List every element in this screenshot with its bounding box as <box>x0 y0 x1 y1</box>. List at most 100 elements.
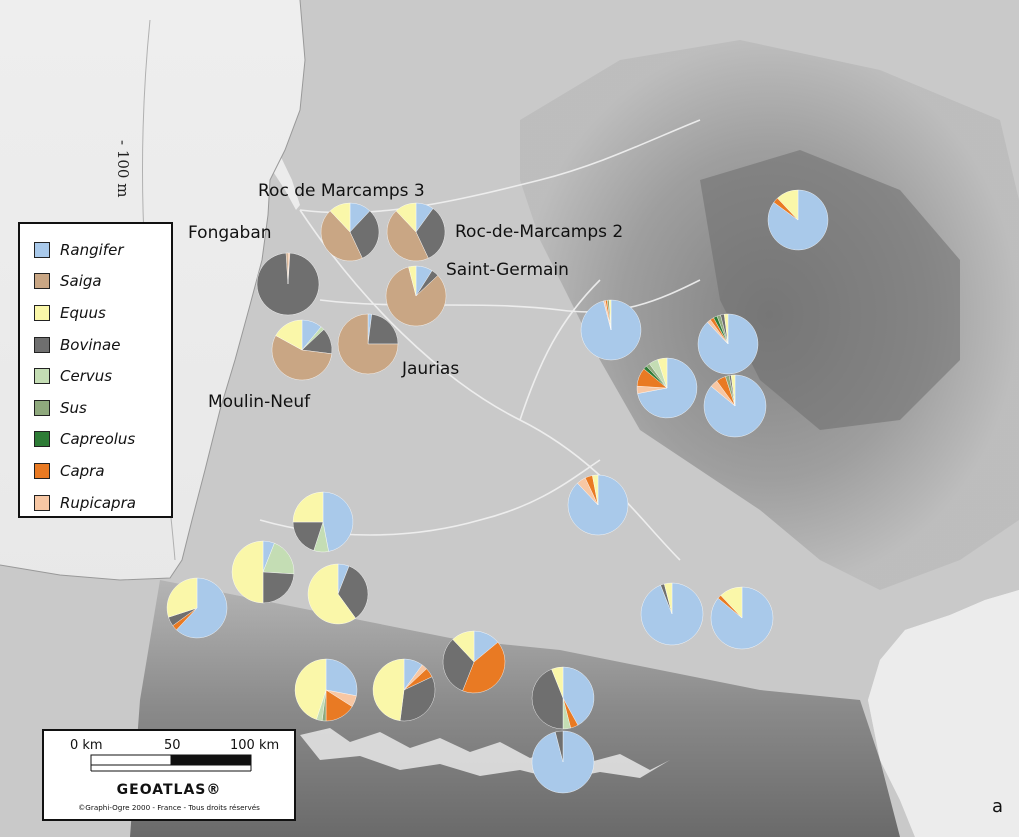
pie-slice-bovinae <box>262 571 295 604</box>
scale-bar <box>90 754 252 772</box>
pie-slice-bovinae <box>292 521 324 551</box>
pie-slice-equus <box>657 357 668 389</box>
pie-chart <box>386 202 446 262</box>
pie-chart <box>710 586 774 650</box>
panel-letter: a <box>992 796 1004 817</box>
coastline <box>0 0 306 581</box>
pie-slice-bovinae <box>337 565 369 619</box>
pie-slice-rangifer <box>710 586 774 650</box>
legend-label: Bovinae <box>60 335 121 354</box>
legend-label: Rupicapra <box>60 493 136 512</box>
legend-label: Rangifer <box>60 240 124 259</box>
scale-segment-white <box>90 754 172 766</box>
pie-chart <box>271 319 333 381</box>
pie-chart <box>442 630 506 694</box>
pie-slice-equus <box>730 374 736 407</box>
pie-slice-equus <box>275 319 303 351</box>
legend-item-cervus: Cervus <box>34 360 171 392</box>
pie-chart <box>320 202 380 262</box>
pie-slice-capra <box>462 641 506 694</box>
pie-chart <box>767 189 829 251</box>
site-label-saint-germain: Saint-Germain <box>446 260 569 280</box>
site-label-jaurias: Jaurias <box>401 359 459 379</box>
legend-item-bovinae: Bovinae <box>34 329 171 361</box>
pie-chart <box>256 252 320 316</box>
pie-slice-equus <box>372 658 405 721</box>
pie-slice-equus <box>408 265 417 297</box>
legend-item-capra: Capra <box>34 455 171 487</box>
scale-segment-black <box>170 754 252 766</box>
legend: Rangifer Saiga Equus Bovinae Cervus Sus … <box>18 222 173 518</box>
pie-slice-rangifer <box>322 491 354 552</box>
pie-chart <box>166 577 228 639</box>
pie-slice-equus <box>452 630 475 663</box>
pie-slice-cervus <box>262 542 295 575</box>
pie-slice-bovinae <box>256 252 320 316</box>
pie-slice-bovinae <box>442 639 475 692</box>
scale-tick-100: 100 km <box>230 738 280 753</box>
legend-swatch <box>34 336 50 353</box>
pie-slice-equus <box>592 474 599 506</box>
site-label-roc-de-marcamps-2: Roc-de-Marcamps 2 <box>455 222 623 242</box>
pie-chart <box>636 357 698 419</box>
legend-item-capreolus: Capreolus <box>34 424 171 456</box>
pie-chart <box>385 265 447 327</box>
pie-chart <box>580 299 642 361</box>
legend-swatch <box>34 368 50 385</box>
pie-slice-rangifer <box>176 577 228 639</box>
pie-slice-bovinae <box>531 668 564 730</box>
pie-slice-equus <box>292 491 324 523</box>
legend-swatch <box>34 304 50 321</box>
site-labels: Roc de Marcamps 3 Fongaban Roc-de-Marcam… <box>188 181 623 412</box>
pie-chart <box>567 474 629 536</box>
pie-slice-equus <box>724 313 729 345</box>
isobath-label: - 100 m <box>114 140 132 197</box>
pie-slice-bovinae <box>415 208 446 259</box>
pie-layer <box>166 189 829 794</box>
legend-label: Saiga <box>60 272 102 291</box>
pie-slice-saiga <box>320 210 363 262</box>
pie-chart <box>307 563 369 625</box>
legend-swatch <box>34 462 50 479</box>
pie-slice-equus <box>231 540 264 604</box>
pie-slice-rangifer <box>325 658 358 697</box>
pyrenees-range <box>130 580 900 837</box>
pie-chart <box>531 730 595 794</box>
pie-chart <box>531 666 595 730</box>
mediterranean-sea <box>868 590 1019 837</box>
pie-slice-bovinae <box>349 210 380 259</box>
pie-slice-equus <box>777 189 799 221</box>
pie-slice-equus <box>664 582 673 615</box>
scale-bar-box: 0 km 50 100 km GEOATLAS® ©Graphi-Ogre 20… <box>42 729 296 821</box>
pie-slice-equus <box>294 658 327 720</box>
map-credit: ©Graphi-Ogre 2000 - France - Tous droits… <box>78 803 260 812</box>
massif-core <box>700 150 960 430</box>
gironde-estuary <box>268 150 300 210</box>
pie-slice-saiga <box>385 266 447 327</box>
pie-chart <box>337 313 399 375</box>
legend-swatch <box>34 241 50 258</box>
legend-item-rangifer: Rangifer <box>34 234 171 266</box>
pie-slice-equus <box>166 577 198 618</box>
pie-slice-equus <box>329 202 351 233</box>
pie-slice-saiga <box>337 313 399 375</box>
pie-slice-equus <box>720 586 743 619</box>
legend-label: Capreolus <box>60 430 136 449</box>
pie-chart <box>697 313 759 375</box>
pie-slice-rangifer <box>703 374 767 438</box>
legend-swatch <box>34 431 50 448</box>
legend-swatch <box>34 399 50 416</box>
pie-slice-saiga <box>285 252 289 285</box>
site-label-moulin-neuf: Moulin-Neuf <box>208 392 311 412</box>
legend-label: Cervus <box>60 367 113 386</box>
legend-item-saiga: Saiga <box>34 266 171 298</box>
legend-label: Capra <box>60 461 105 480</box>
pie-chart <box>703 374 767 438</box>
pie-chart <box>294 658 358 722</box>
pie-slice-rangifer <box>562 666 595 726</box>
legend-label: Equus <box>60 303 106 322</box>
pie-slice-equus <box>608 299 612 331</box>
site-label-roc-de-marcamps-3: Roc de Marcamps 3 <box>258 181 425 201</box>
